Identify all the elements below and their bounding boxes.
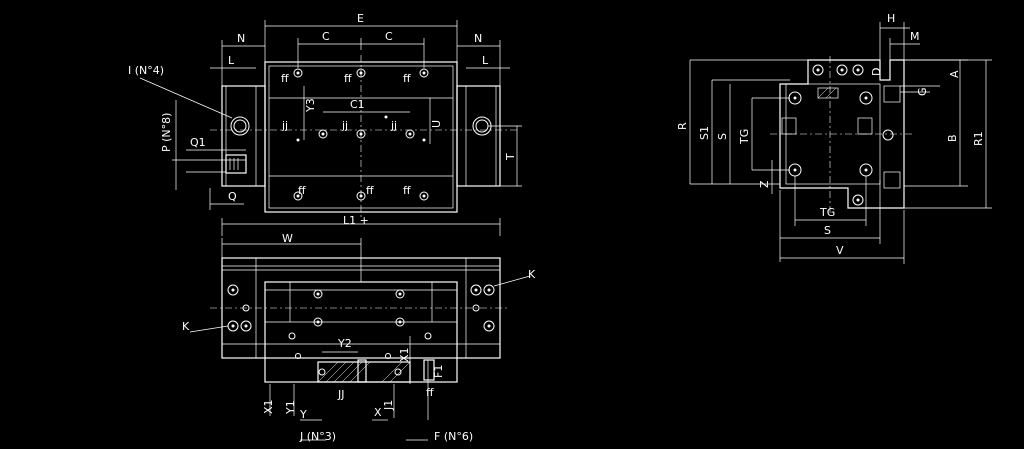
dim-U: U: [430, 120, 443, 128]
dim-Y2: Y2: [337, 337, 352, 350]
label-ff: ff: [344, 72, 352, 85]
section-hatch: [317, 359, 411, 383]
dim-Y3: Y3: [304, 98, 317, 113]
dim-C-left: C: [322, 30, 330, 43]
dim-L1: L1 +: [343, 214, 369, 227]
dim-N-right: N: [474, 32, 482, 45]
dim-M: M: [910, 30, 920, 43]
dim-C-right: C: [385, 30, 393, 43]
dim-L-right: L: [482, 54, 489, 67]
mount-hole-left: [230, 116, 250, 136]
dim-N-left: N: [237, 32, 245, 45]
dim-S1: S1: [698, 126, 711, 140]
dim-F1: F1: [432, 365, 445, 378]
dim-X: X: [374, 406, 382, 419]
dim-K-left: K: [182, 320, 190, 333]
dim-TG-left: TG: [738, 129, 751, 145]
dim-A: A: [948, 70, 961, 78]
dim-JJ: JJ: [337, 388, 345, 401]
dim-Q: Q: [228, 190, 237, 203]
dim-S-bottom: S: [824, 224, 831, 237]
side-view: H M D A G R S1 S TG Z B R1 TG S V: [676, 12, 992, 264]
dim-E: E: [357, 12, 364, 25]
label-ff: ff: [366, 184, 374, 197]
dim-W: W: [282, 232, 293, 245]
dim-J: J (N°3): [299, 430, 336, 443]
dim-TG-bottom: TG: [819, 206, 835, 219]
label-ff: ff: [298, 184, 306, 197]
air-port-fitting: [225, 154, 247, 174]
dim-Y: Y: [299, 408, 307, 421]
dim-X1-vertical: X1: [398, 347, 411, 362]
label-ff: ff: [403, 184, 411, 197]
front-view: W K K Y2 X1 F1 X1 Y1 Y JJ J1 X ff J (N°3…: [182, 232, 536, 443]
label-ff: ff: [281, 72, 289, 85]
label-jj: jj: [341, 119, 348, 132]
dim-F: F (N°6): [434, 430, 473, 443]
dim-S-left: S: [716, 133, 729, 140]
top-view-right-cap: [456, 85, 501, 187]
dim-J1: J1: [382, 400, 395, 411]
label-ff: ff: [403, 72, 411, 85]
dim-C1: C1: [350, 98, 365, 111]
label-jj: jj: [281, 119, 288, 132]
dim-T: T: [504, 153, 517, 161]
dim-Y1: Y1: [284, 400, 297, 415]
dim-K-right: K: [528, 268, 536, 281]
dim-G: G: [916, 87, 929, 96]
dim-I: I (N°4): [128, 64, 164, 77]
jj-holes-top: [296, 115, 426, 142]
dim-R1: R1: [972, 131, 985, 146]
dim-R: R: [676, 122, 689, 130]
dim-L-left: L: [228, 54, 235, 67]
dim-H: H: [887, 12, 895, 25]
dim-X1-bottom: X1: [262, 399, 275, 414]
dim-Q1: Q1: [190, 136, 206, 149]
dim-P: P (N°8): [160, 113, 173, 152]
ff-holes-top: [293, 68, 429, 201]
top-view-left-cap: [221, 85, 266, 187]
dim-V: V: [836, 244, 844, 257]
top-view: E C C N N L L I (N°4) P (N°8) Q1 Q Y3 C1…: [128, 12, 522, 236]
dim-D: D: [870, 68, 883, 76]
dim-ff: ff: [426, 386, 434, 399]
dim-B: B: [946, 134, 959, 142]
dim-Z: Z: [758, 180, 771, 188]
label-jj: jj: [390, 119, 397, 132]
